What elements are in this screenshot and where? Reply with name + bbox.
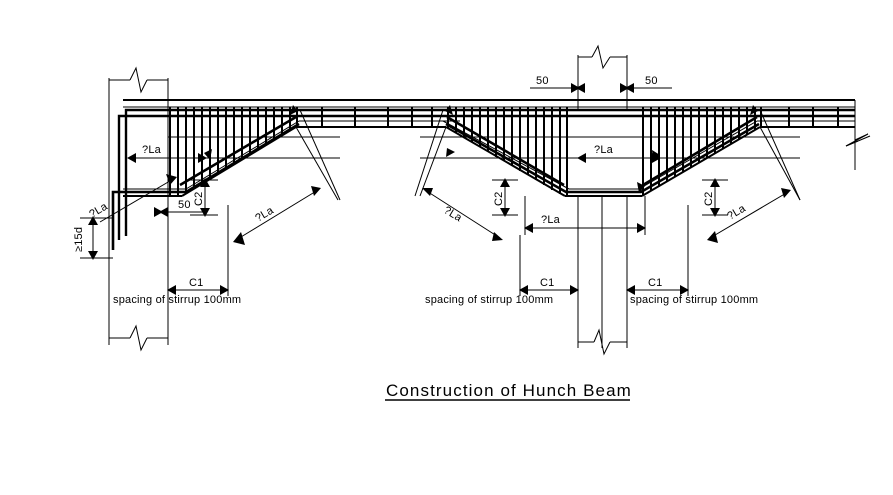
- drawing-title: Construction of Hunch Beam: [386, 381, 632, 400]
- label-c2-right: C2: [703, 192, 715, 206]
- break-symbol-right-beam: [845, 100, 871, 170]
- label-la-left: ?La: [142, 144, 162, 156]
- dim-la-diagonal-left-outer: [99, 174, 177, 223]
- top-longitudinal-rebar: [117, 108, 855, 240]
- dim-la-left: [127, 153, 207, 163]
- dim-c2-mid: [492, 178, 518, 217]
- label-c1-right: C1: [648, 277, 662, 289]
- stirrup-group-mid-left-dense: [447, 107, 568, 196]
- dim-c1-left: [167, 205, 229, 296]
- extension-lines-bottom: [108, 196, 628, 348]
- stirrup-pointer-arrows: [204, 105, 758, 193]
- stirrup-group-midspan-sparse: [321, 107, 433, 127]
- dim-la-diagonal-mid-left: [419, 126, 503, 241]
- label-la-center-upper: ?La: [594, 144, 614, 156]
- dim-50-top-right: [620, 83, 672, 93]
- note-spacing-right: spacing of stirrup 100mm: [630, 294, 758, 306]
- dim-la-diagonal-left-inner: [233, 126, 339, 245]
- label-la-center-lower: ?La: [541, 214, 561, 226]
- dim-15d: [80, 216, 113, 260]
- label-c2-mid: C2: [493, 192, 505, 206]
- dim-50-top-left: [530, 83, 585, 93]
- leader-lines: [299, 109, 801, 201]
- dim-c1-right: [626, 205, 689, 296]
- label-50-left: 50: [178, 199, 191, 211]
- dim-c2-left: [190, 178, 218, 217]
- label-50-top-right: 50: [645, 75, 658, 87]
- note-spacing-left: spacing of stirrup 100mm: [113, 294, 241, 306]
- dim-la-center-lower: [524, 196, 646, 235]
- label-c2-left: C2: [193, 192, 205, 206]
- label-50-top-left: 50: [536, 75, 549, 87]
- break-symbol-top-center: [591, 44, 611, 70]
- note-spacing-mid: spacing of stirrup 100mm: [425, 294, 553, 306]
- label-c1-left: C1: [189, 277, 203, 289]
- dim-50-left: [154, 196, 205, 290]
- break-symbol-top-left: [129, 66, 148, 94]
- dim-la-diagonal-right: [707, 126, 801, 243]
- label-c1-mid: C1: [540, 277, 554, 289]
- dim-c1-mid: [519, 235, 579, 296]
- stirrup-group-mid-right-dense: [642, 107, 762, 196]
- dim-c2-right: [702, 178, 728, 217]
- stirrup-group-right-sparse: [788, 107, 839, 127]
- break-symbol-bottom-left: [129, 324, 148, 352]
- label-15d: ≥15d: [73, 227, 85, 252]
